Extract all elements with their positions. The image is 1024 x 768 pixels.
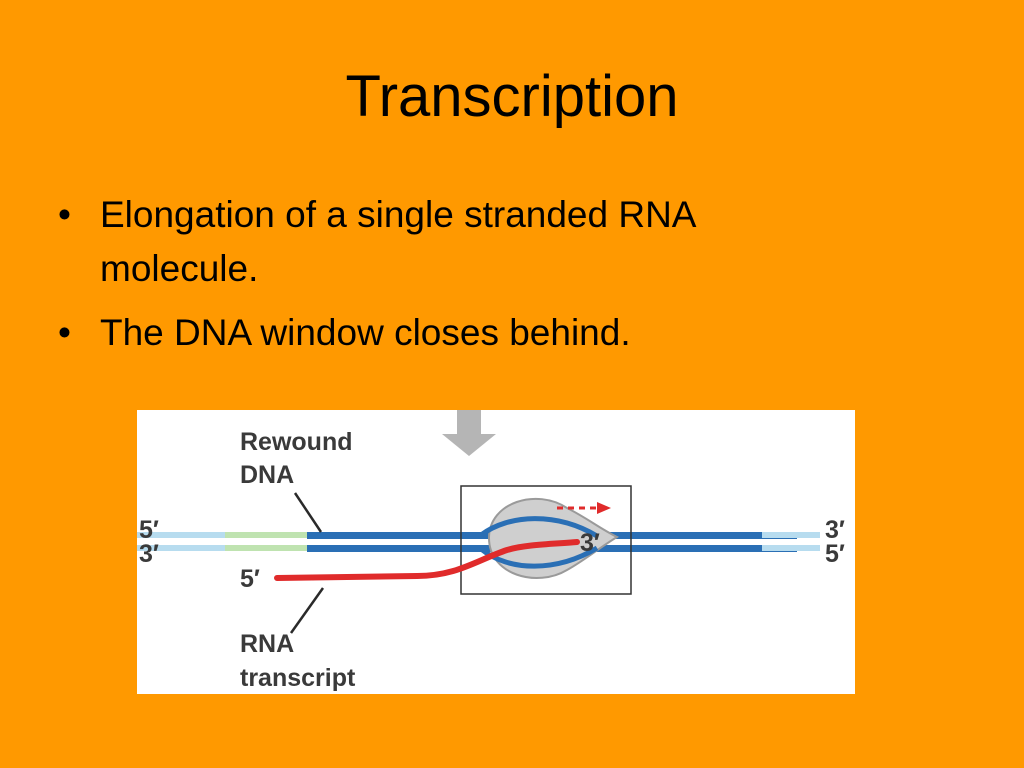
bullet-marker: • [58, 312, 71, 353]
bullet-item: • Elongation of a single stranded RNA mo… [58, 188, 958, 296]
bullet-text: The DNA window closes behind. [100, 312, 631, 353]
bullet-item: • The DNA window closes behind. [58, 306, 958, 360]
label-rna: RNA [240, 630, 294, 658]
rewound-dna-pointer [293, 492, 323, 533]
label-left-bottom-end: 3′ [139, 540, 159, 568]
down-arrow-icon [442, 410, 496, 456]
rna-transcript-strand [274, 539, 580, 581]
bullet-list: • Elongation of a single stranded RNA mo… [58, 188, 958, 370]
bubble-box [460, 485, 632, 595]
bullet-marker: • [58, 194, 71, 235]
diagram-canvas: Rewound DNA 5′ 3′ 3′ 5′ 5′ 3′ RNA transc… [137, 410, 845, 692]
slide-title: Transcription [345, 64, 679, 129]
label-rna-end: 3′ [580, 529, 600, 557]
bubble-dna-top [479, 516, 599, 539]
rna-transcript-pointer [289, 587, 325, 634]
label-rna-start: 5′ [240, 565, 260, 593]
dna-right-light-section [762, 532, 820, 551]
label-left-top-end: 5′ [139, 516, 159, 544]
bullet-text: Elongation of a single stranded RNA mole… [100, 194, 695, 289]
label-right-top-end: 3′ [825, 516, 845, 544]
label-rewound: Rewound [240, 428, 353, 456]
label-right-bottom-end: 5′ [825, 540, 845, 568]
label-transcript: transcript [240, 664, 356, 692]
label-dna: DNA [240, 461, 294, 489]
transcription-diagram: Rewound DNA 5′ 3′ 3′ 5′ 5′ 3′ RNA transc… [137, 410, 855, 694]
dna-left-light-section [137, 532, 307, 551]
direction-arrow-icon [557, 502, 611, 514]
